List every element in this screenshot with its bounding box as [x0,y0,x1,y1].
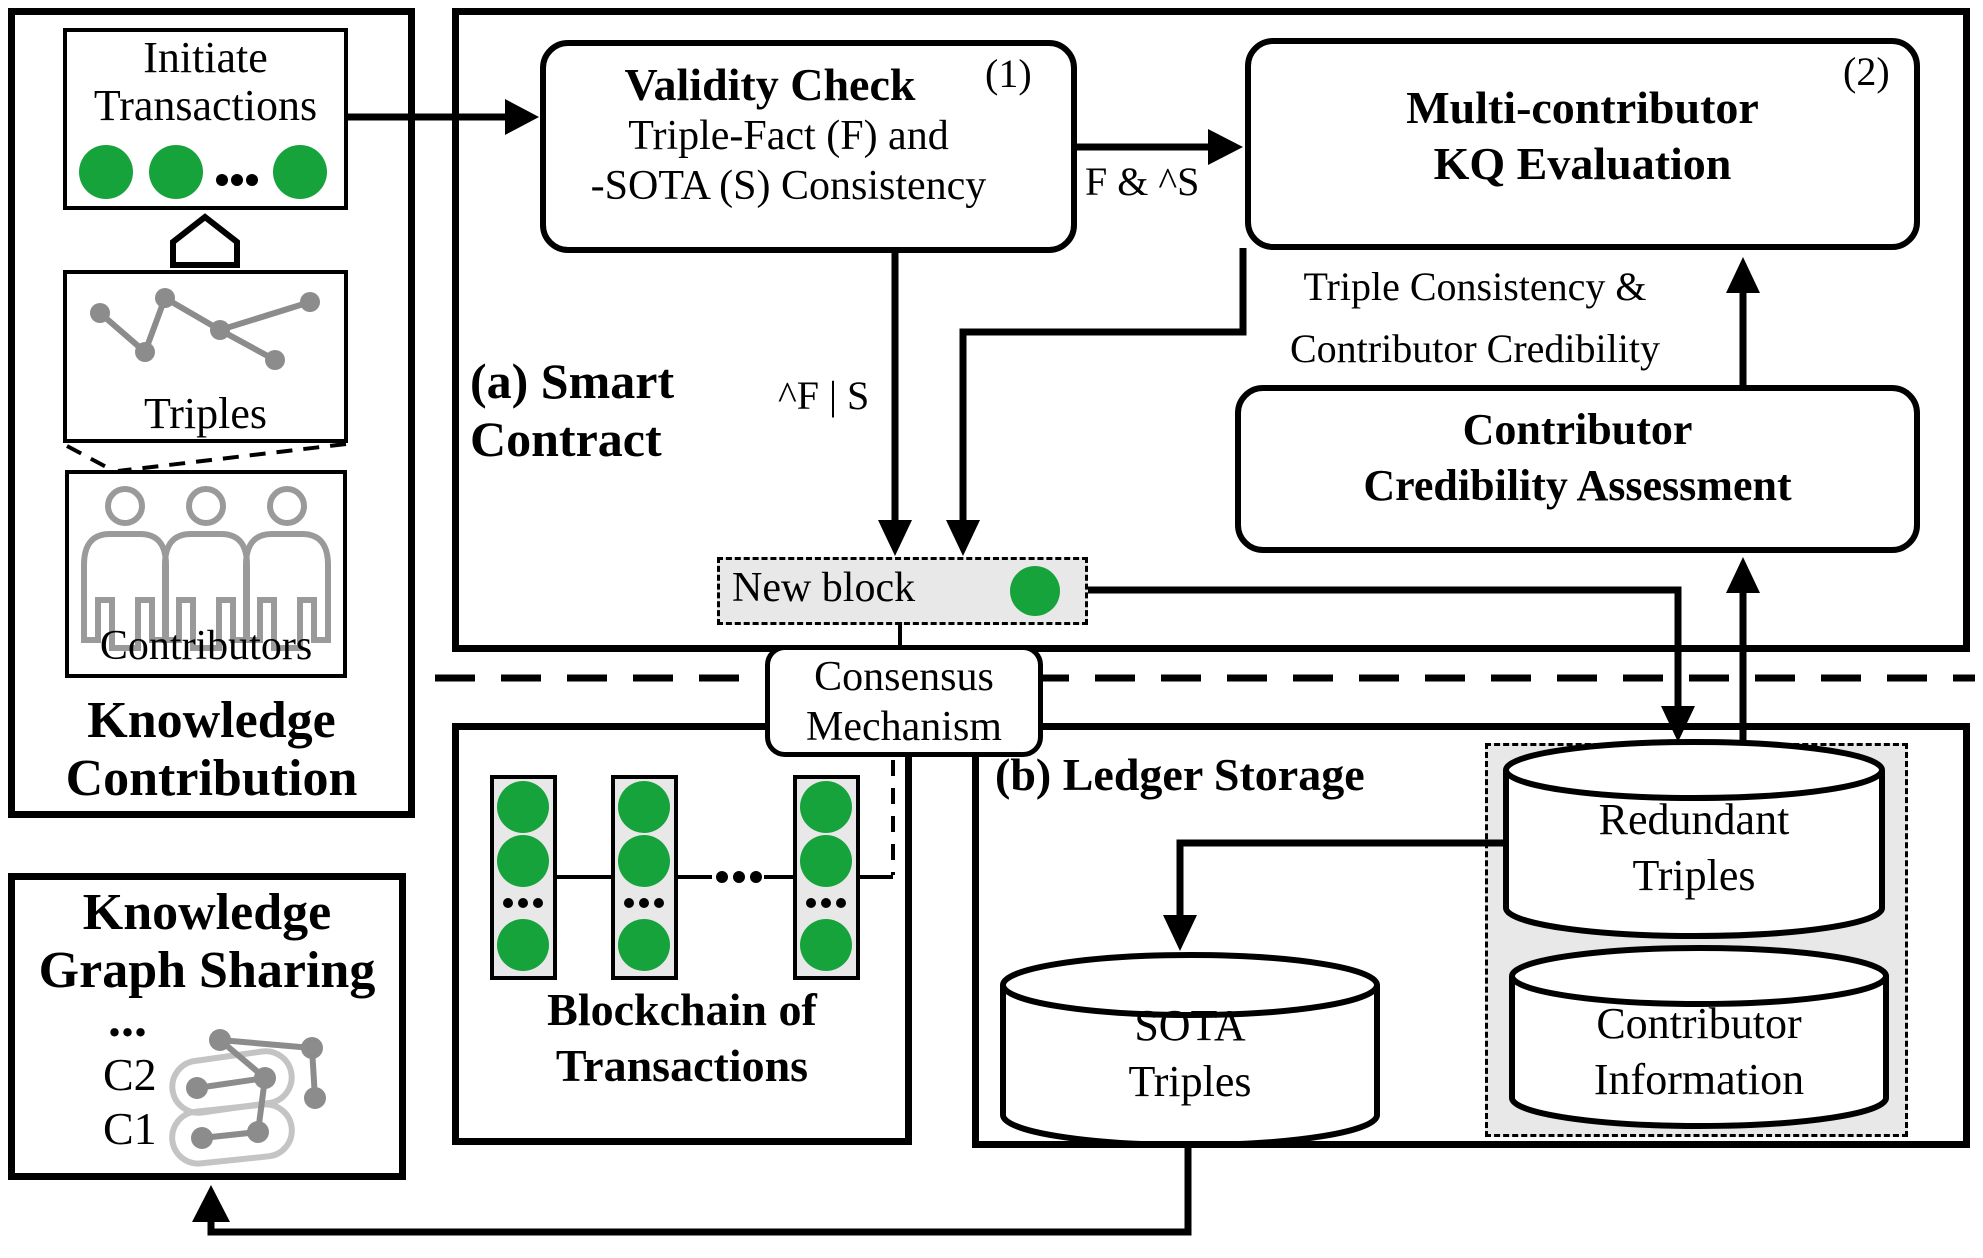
new-block-transaction-icon [1010,566,1060,616]
new-block-label: New block [732,565,916,611]
block-column-icon [611,775,678,980]
contributor-icon [243,486,331,651]
sota-db-icon [1000,952,1380,1148]
arrow-storage-to-credibility [1726,557,1760,743]
arrow-validity-to-newblock [878,253,912,556]
pentagon-up-icon [170,213,240,268]
initiate-line2: Transactions [93,81,318,130]
blockchain-line2: Transactions [555,1040,809,1091]
credibility-line1: Contributor [1462,405,1693,454]
multi-marker: (2) [1843,49,1890,94]
arrow-initiate-to-validity [348,99,539,135]
contributor-icon [162,486,250,651]
knowledge-contribution-title: Knowledge Contribution [8,692,415,808]
initiate-line1: Initiate [143,33,268,82]
kg-sharing-title: Knowledge Graph Sharing [8,884,406,1000]
smart-contract-panel [452,8,1970,652]
triples-graph-icon [90,288,320,370]
contributor-info-label: Contributor Information [1512,996,1886,1108]
contrib-info-line2: Information [1593,1055,1805,1104]
kgs-title-line1: Knowledge [82,884,332,941]
blockchain-line1: Blockchain of [547,984,817,1035]
arrow-credibility-to-multi [1726,257,1760,385]
redundant-db-icon [1503,739,1885,939]
consensus-label: Consensus Mechanism [765,652,1043,752]
initiate-transactions-box [63,28,348,210]
triples-label: Triples [143,389,268,438]
edge-label-not-f-or-s: ^F | S [778,373,870,418]
triples-box [63,270,348,443]
transaction-circles-icon [79,145,327,199]
redundant-line2: Triples [1632,851,1756,900]
contrib-info-line1: Contributor [1596,999,1802,1048]
ledger-storage-panel [972,723,1970,1148]
blockchain-title: Blockchain of Transactions [452,982,912,1094]
credibility-assessment-box [1235,385,1920,553]
kgs-title-line2: Graph Sharing [38,942,376,999]
multi-title-line1: Multi-contributor [1406,82,1759,133]
sc-label-line2: Contract [470,411,662,467]
kc-title-line1: Knowledge [87,692,336,749]
consistency-annotation: Triple Consistency & Contributor Credibi… [1255,256,1695,380]
consensus-line1: Consensus [814,654,994,700]
multi-contributor-title: Multi-contributor KQ Evaluation [1245,80,1920,192]
arrow-sota-to-sharing [192,1143,1192,1236]
arrow-validity-to-multi [1077,129,1243,165]
consensus-line2: Mechanism [806,704,1002,750]
validity-check-box [540,40,1077,253]
edge-label-f-and-not-s: F & ^S [1085,159,1200,204]
arrow-multi-to-newblock [946,248,1247,556]
kg-sharing-panel [8,873,406,1180]
validity-line2: -SOTA (S) Consistency [590,163,987,209]
redundant-line1: Redundant [1598,795,1790,844]
contributor-info-db-icon [1509,945,1889,1129]
consistency-line2: Contributor Credibility [1290,326,1660,371]
sota-line1: SOTA [1134,1001,1246,1050]
multi-contributor-box [1245,38,1920,250]
chain-links [555,871,893,883]
sota-label: SOTA Triples [1003,998,1377,1110]
credibility-line2: Credibility Assessment [1363,461,1792,510]
credibility-title: Contributor Credibility Assessment [1235,402,1920,514]
cluster1-label: C1 [103,1103,157,1154]
kg-cluster-icon [169,1029,326,1167]
ledger-section-label: (b) Ledger Storage [995,749,1365,800]
sc-label-line1: (a) Smart [470,353,675,409]
validity-marker: (1) [985,51,1032,96]
block-column-icon [490,775,557,980]
arrow-redundant-to-sota [1163,839,1505,951]
contributors-box [65,470,347,678]
triples-contributors-callout [66,442,347,473]
kc-title-line2: Contribution [65,750,358,807]
contributor-icon [81,486,169,651]
consensus-mechanism-box [765,645,1043,757]
blockchain-panel [452,723,912,1145]
validity-check-title: Validity Check [624,59,916,110]
smart-contract-section-label: (a) Smart Contract [470,352,674,468]
consistency-line1: Triple Consistency & [1303,264,1647,309]
kg-sharing-ellipsis: ... [108,991,147,1048]
redundant-label: Redundant Triples [1506,792,1882,904]
contributors-label: Contributors [99,623,313,669]
knowledge-contribution-panel [8,8,415,818]
validity-line1: Triple-Fact (F) and [628,113,949,159]
sota-line2: Triples [1128,1057,1252,1106]
initiate-transactions-label: Initiate Transactions [63,34,348,130]
cluster2-label: C2 [103,1049,157,1100]
multi-title-line2: KQ Evaluation [1433,138,1732,189]
